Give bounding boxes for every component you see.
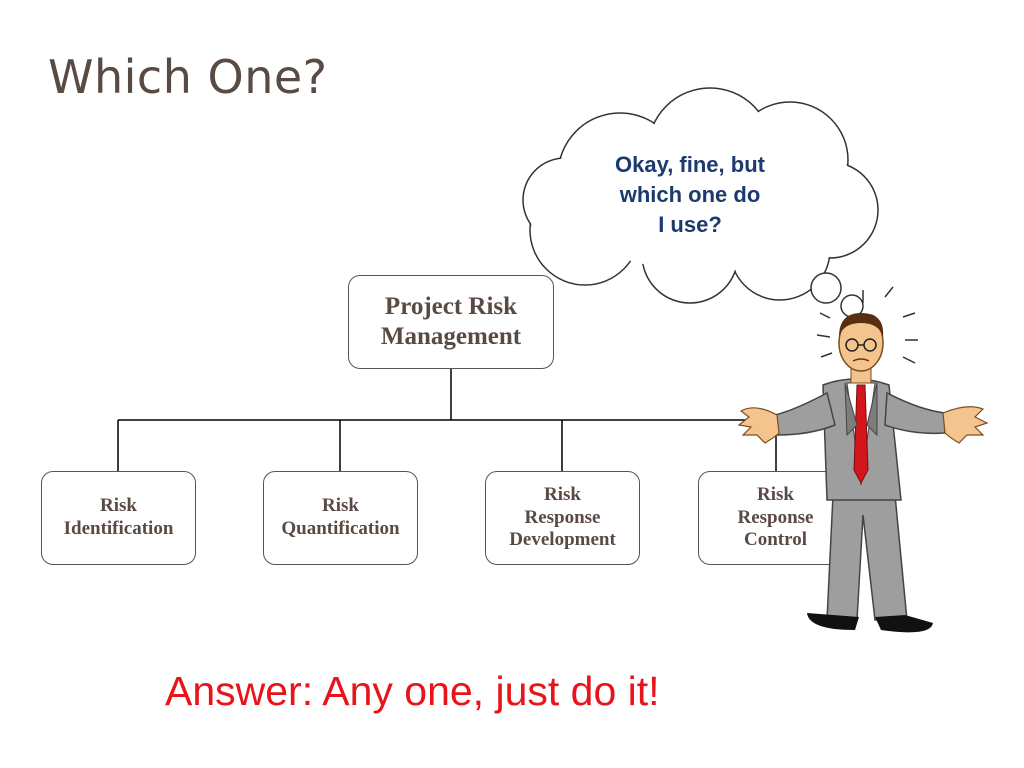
root-node-label: Project Risk Management [380, 293, 522, 350]
root-node-project-risk-management: Project Risk Management [348, 275, 554, 369]
child-node-label: Risk Quantification [281, 495, 400, 539]
child-node-risk-response-development: Risk Response Development [485, 471, 640, 565]
thought-bubble-text: Okay, fine, but which one do I use? [615, 152, 765, 237]
slide-title: Which One? [48, 50, 328, 104]
child-node-label: Risk Response Control [737, 483, 814, 551]
child-node-label: Risk Response Development [509, 483, 616, 551]
child-node-risk-quantification: Risk Quantification [263, 471, 418, 565]
child-node-risk-identification: Risk Identification [41, 471, 196, 565]
confused-businessman-icon [737, 286, 989, 633]
child-node-label: Risk Identification [63, 495, 174, 539]
answer-text: Answer: Any one, just do it! [165, 668, 660, 714]
